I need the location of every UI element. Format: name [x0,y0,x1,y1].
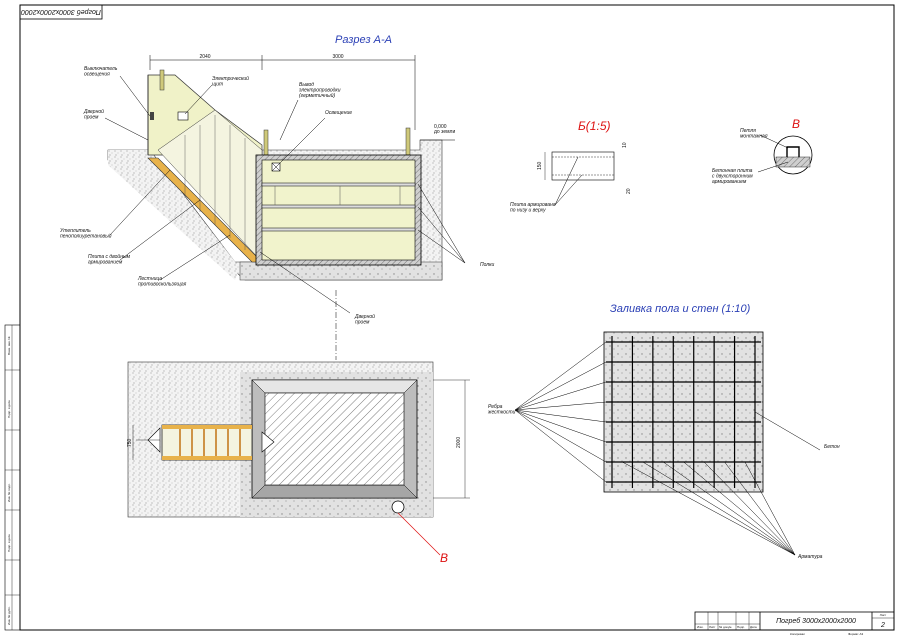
leader-line [514,381,607,411]
title-block: Изм. Лист № докум. Подп. Дата Погреб 300… [694,611,895,636]
plan-callout: В [440,551,448,565]
side-cell-2: Подп. и дата [7,400,11,418]
pour-rebar-lines [606,336,761,488]
label-lighting: Освещение [325,110,352,116]
aa-dim-right: 3000 [332,54,343,60]
leader-line [514,401,607,411]
pour-detail: Заливка пола и стен (1:10) [514,303,821,556]
title-block-name: Погреб 3000х2000х2000 [776,617,856,625]
label-rebar: Арматура [797,554,823,560]
sheet-frame [19,4,895,631]
aa-level-note: до земли [434,129,455,135]
side-cell-5: Инв. № дубл. [7,606,11,625]
pour-leaders [514,341,821,556]
copied-label: Копировал [790,632,805,636]
sheet-label: Лист [880,613,887,617]
side-cell-4: Подп. и дата [7,534,11,552]
plan-stairs [161,424,253,461]
tb-cell-1: Изм. [697,625,704,629]
aa-dim-left: 2040 [199,54,210,60]
side-stamp: Взам. инв. № Подп. и дата Инв. № подл. П… [4,324,21,631]
top-stamp: Погреб 3000х2000х2000 [19,4,103,20]
plan-view: 750 2000 В [127,290,470,565]
detail-b-dim-top: 10 [622,142,628,148]
leader-line [724,461,796,556]
plan-dim-right: 2000 [456,437,462,448]
sheet-number: 2 [880,622,885,629]
detail-b-title: Б(1:5) [578,119,610,133]
plan-floor [264,392,405,486]
detail-b-dim-bot: 20 [626,188,632,194]
leader-line [622,461,796,556]
tb-cell-3: № докум. [719,625,732,629]
leader-line [514,409,607,463]
leader-line [514,409,607,443]
tb-cell-4: Подп. [737,625,745,629]
leader-line [703,461,796,556]
detail-b: Б(1:5) 150 10 20 [537,119,632,206]
leader-line [514,409,607,423]
detail-v: В [757,117,813,175]
label-shelves: Полки [480,262,494,268]
tb-cell-2: Лист [709,625,716,629]
leader-line [744,461,796,556]
top-stamp-text: Погреб 3000х2000х2000 [21,8,101,16]
leader-line [642,461,796,556]
tb-cell-5: Дата [750,625,757,629]
pour-title: Заливка пола и стен (1:10) [610,303,751,315]
section-aa-title: Разрез А-А [335,34,392,46]
leader-line [683,461,796,556]
pour-grid [603,331,764,493]
plan-dim-left: 750 [127,438,133,447]
leader-line [514,341,607,411]
detail-v-title: В [792,117,800,131]
leader-line [663,461,796,556]
side-cell-1: Взам. инв. № [7,336,11,355]
format-label: Формат А3 [848,632,863,636]
leader-line [754,411,821,451]
label-concrete: Бетон [824,444,840,450]
side-cell-3: Инв. № подл. [7,483,11,502]
detail-b-dim-h: 150 [537,161,543,170]
leader-line [514,361,607,411]
aa-level-value: 0,000 [434,124,447,130]
leader-line [514,409,607,483]
section-aa: Разрез А-А 2040 3000 [104,34,466,314]
